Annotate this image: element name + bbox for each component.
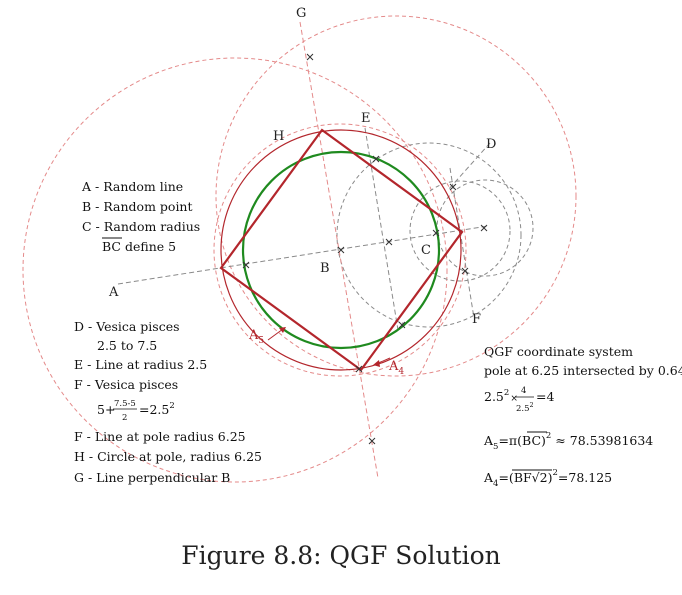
intersection-markers [242, 53, 488, 445]
cross-marker [337, 246, 345, 254]
cross-marker [355, 365, 363, 373]
circle-h [220, 129, 462, 371]
qgf-eq1-num: 4 [521, 386, 526, 396]
cross-marker [449, 183, 457, 191]
red-square [219, 128, 464, 372]
vesica-circle-small-1 [409, 180, 511, 282]
formula-f-eq: =2.52 [139, 401, 175, 417]
qgf-line2: pole at 6.25 intersected by 0.64 [484, 363, 682, 378]
cross-marker [372, 155, 380, 163]
arrow-a5-head [279, 327, 286, 333]
arrow-a4-head [373, 360, 380, 367]
label-a: A [108, 285, 119, 300]
legend-bc: BC define 5 [102, 239, 176, 254]
line-d [447, 142, 491, 191]
label-f: F [472, 312, 481, 327]
formula-f-base: 5+ [97, 402, 115, 417]
large-dashed-circle-right [215, 15, 577, 377]
label-d: D [486, 137, 496, 152]
legend-g: G - Line perpendicular B [74, 470, 230, 485]
legend-bottom: D - Vesica pisces 2.5 to 7.5 E - Line at… [74, 319, 262, 485]
formula-f-den: 2 [122, 413, 127, 423]
cross-marker [306, 53, 314, 61]
qgf-eq1-left: 2.52× [484, 388, 518, 404]
qgf-eq1-den: 2.52 [516, 401, 534, 414]
legend-f: F - Vesica pisces [74, 377, 178, 392]
arrow-a5 [267, 328, 284, 341]
legend-f2: F - Line at pole radius 6.25 [74, 429, 246, 444]
label-b: B [320, 261, 330, 276]
label-e: E [361, 111, 371, 126]
cross-marker [368, 437, 376, 445]
legend-d: D - Vesica pisces [74, 319, 180, 334]
qgf-block: QGF coordinate system pole at 6.25 inter… [483, 344, 682, 489]
qgf-eq2: A5=π(BC)2 ≈ 78.53981634 [483, 431, 653, 452]
line-g [299, 21, 379, 479]
figure-caption: Figure 8.8: QGF Solution [181, 541, 501, 570]
circle-h-dashed-outer [213, 123, 467, 377]
vesica-circle-small-2 [436, 179, 534, 277]
formula-f-num: 7.5-5 [114, 399, 136, 409]
legend-c: C - Random radius [82, 219, 200, 234]
cross-marker [385, 238, 393, 246]
cross-marker [461, 267, 469, 275]
vesica-circle-d [336, 142, 522, 328]
cross-marker [480, 224, 488, 232]
line-e [364, 127, 399, 331]
cross-marker [242, 261, 250, 269]
legend-d-range: 2.5 to 7.5 [97, 338, 157, 353]
qgf-eq3: A4=(BF√2)2=78.125 [483, 468, 612, 489]
large-dashed-circle-left [22, 57, 448, 483]
cross-marker [432, 229, 440, 237]
line-f [449, 167, 475, 319]
qgf-eq1-result: =4 [536, 389, 554, 404]
circle-green [241, 150, 441, 350]
legend-top: A - Random line B - Random point C - Ran… [81, 179, 200, 254]
legend-a: A - Random line [81, 179, 183, 194]
qgf-construction-diagram: G H E D C B A F A5 A4 A - Random line B … [22, 6, 682, 489]
qgf-line1: QGF coordinate system [484, 344, 633, 359]
legend-e: E - Line at radius 2.5 [74, 357, 207, 372]
label-a4: A4 [388, 359, 404, 377]
legend-b: B - Random point [82, 199, 193, 214]
legend-h: H - Circle at pole, radius 6.25 [74, 449, 262, 464]
label-c: C [421, 243, 431, 258]
label-h: H [273, 129, 284, 144]
cross-marker [398, 321, 406, 329]
label-a5: A5 [248, 328, 264, 346]
label-g: G [296, 6, 306, 21]
line-a [117, 225, 489, 285]
